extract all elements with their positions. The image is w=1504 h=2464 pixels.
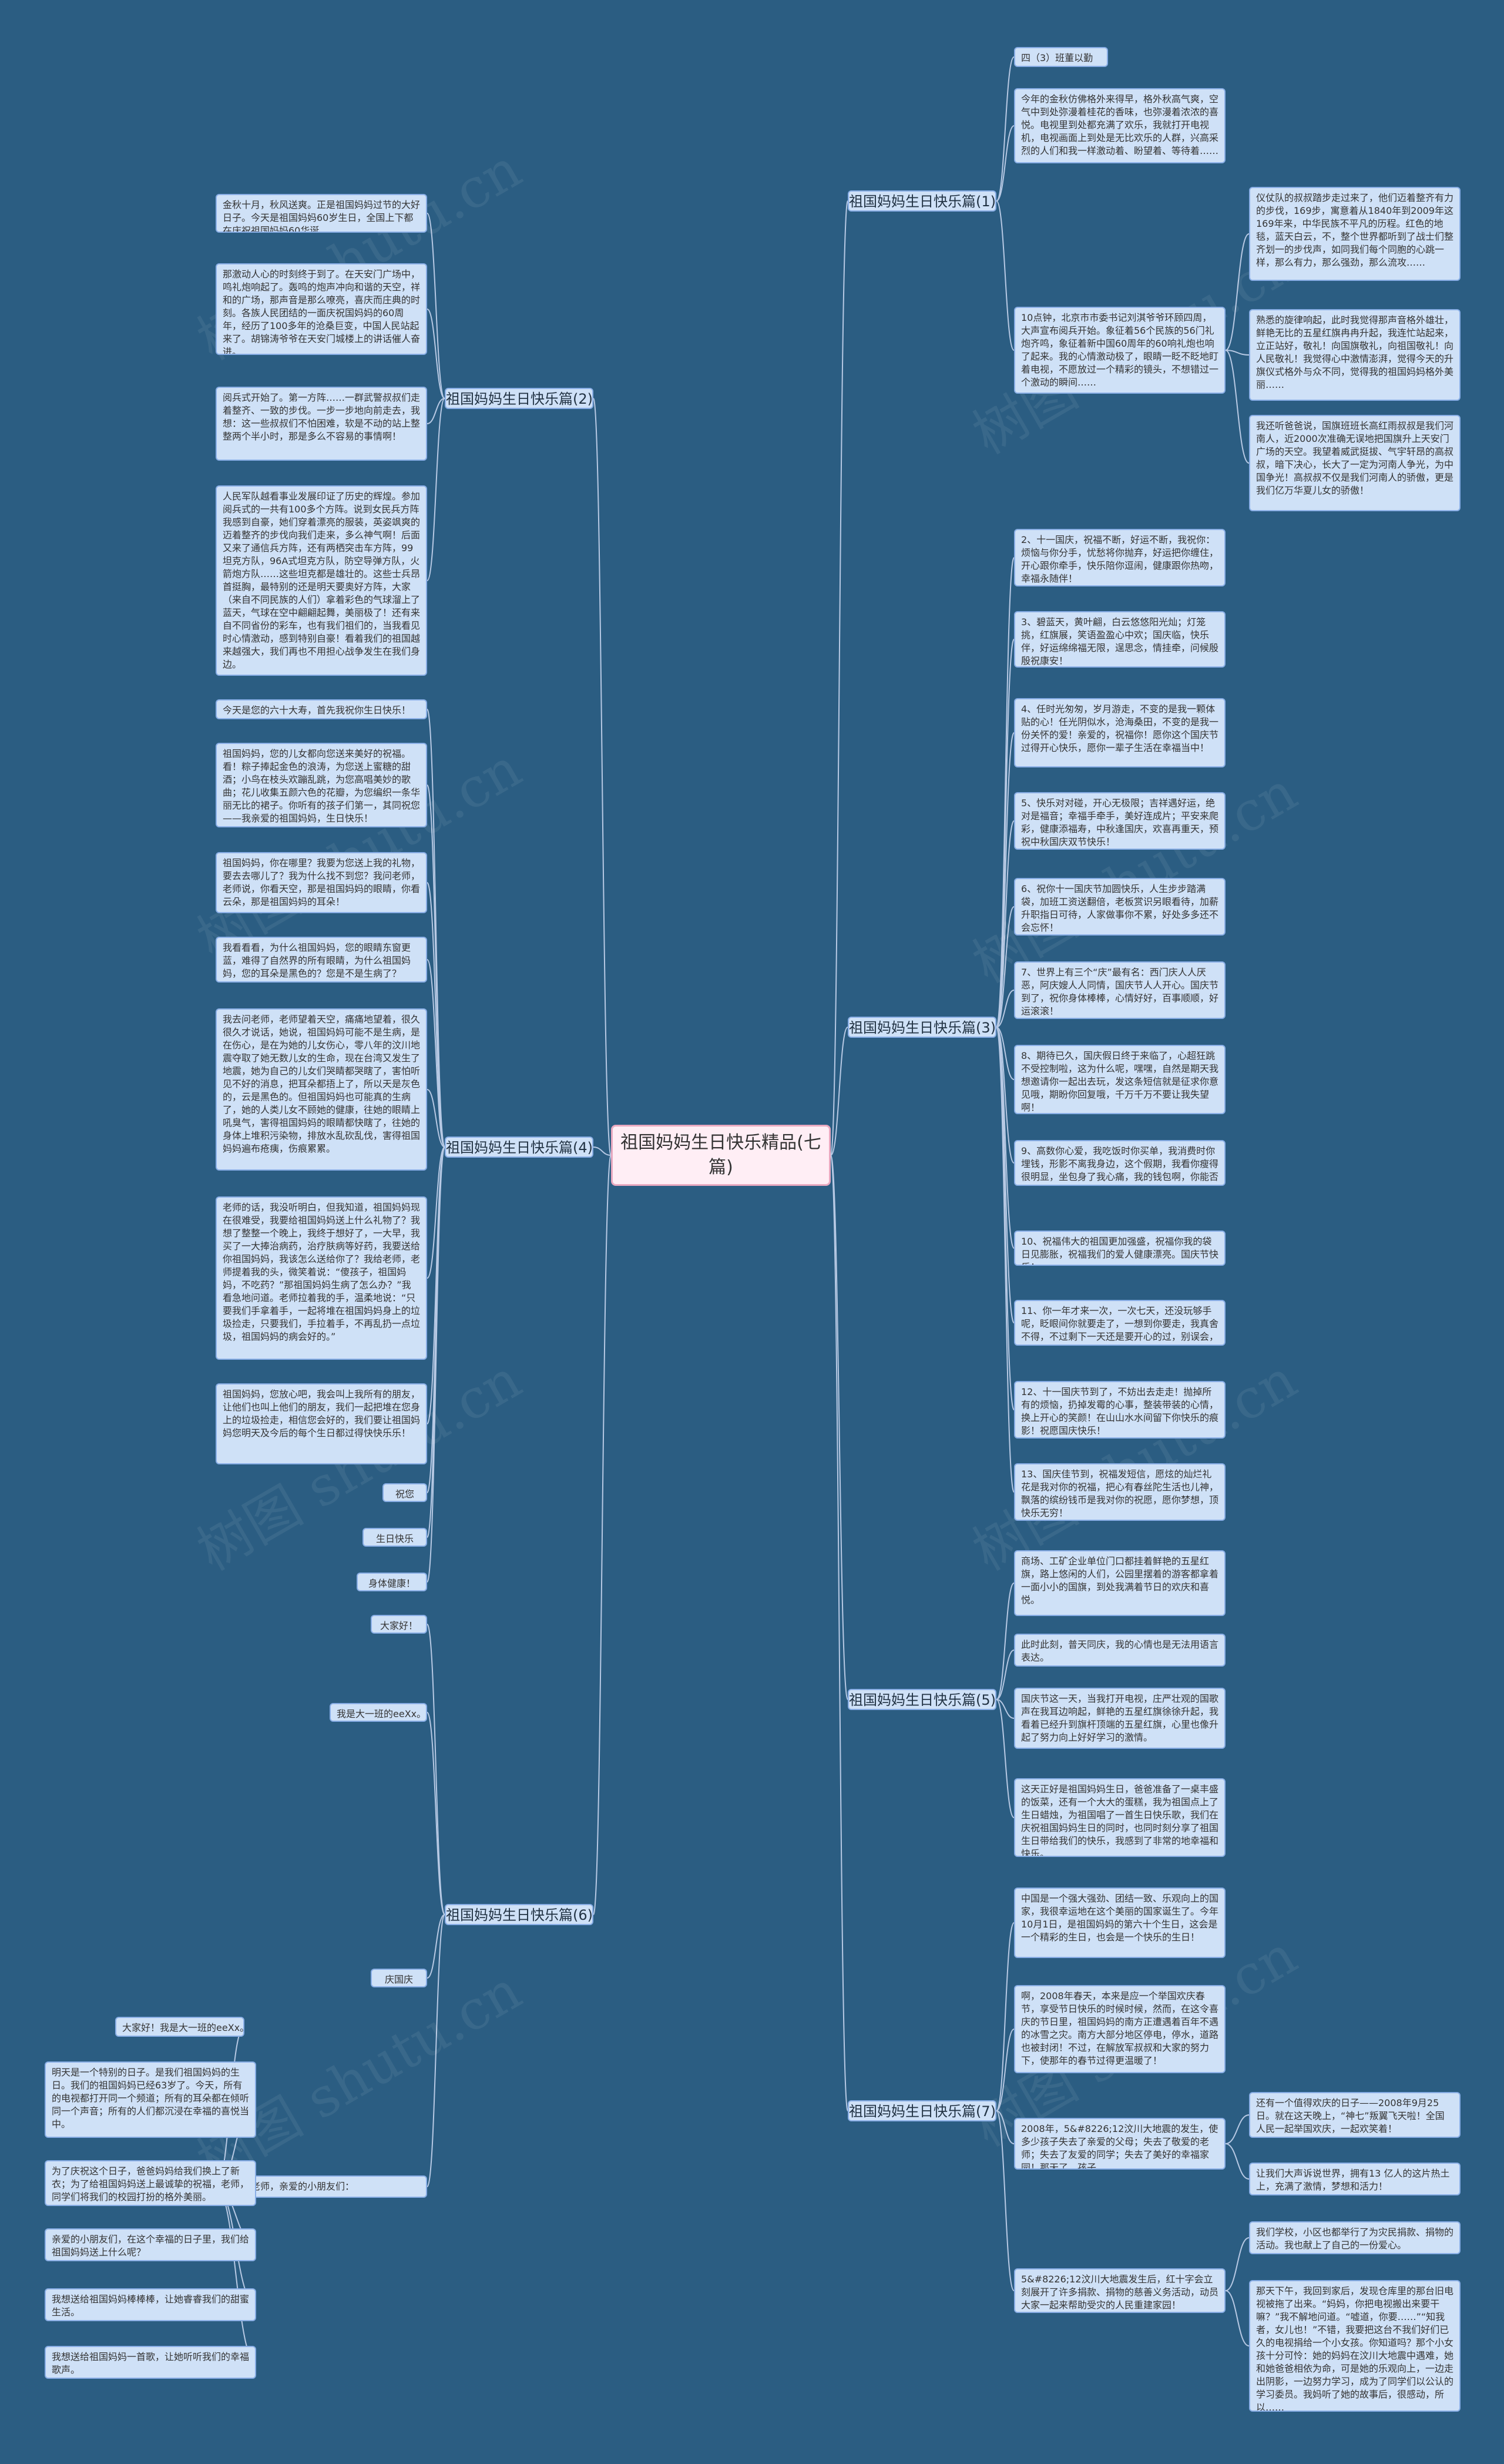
leaf-node[interactable]: 祖国妈妈，您放心吧，我会叫上我所有的朋友，让他们也叫上他们的朋友，我们一起把堆在… bbox=[216, 1383, 427, 1464]
leaf-node[interactable]: 大家好！ bbox=[371, 1615, 427, 1634]
leaf-node[interactable]: 2008年，5&#8226;12汶川大地震的发生，使多少孩子失去了亲爱的父母；失… bbox=[1014, 2118, 1226, 2170]
leaf-node[interactable]: 今年的金秋仿佛格外来得早，格外秋高气爽，空气中到处弥漫着桂花的香味，也弥漫着浓浓… bbox=[1014, 88, 1226, 163]
sub-leaf-node[interactable]: 大家好！我是大一班的eeXx。 bbox=[115, 2017, 244, 2037]
sub-leaf-node[interactable]: 我们学校，小区也都举行了为灾民捐款、捐物的活动。我也献上了自己的一份爱心。 bbox=[1249, 2221, 1461, 2254]
leaf-node[interactable]: 今天是您的六十大寿，首先我祝你生日快乐！ bbox=[216, 699, 427, 719]
sub-leaf-node[interactable]: 仪仗队的叔叔踏步走过来了，他们迈着整齐有力的步伐，169步，寓意着从1840年到… bbox=[1249, 187, 1461, 281]
leaf-node[interactable]: 祝您 bbox=[382, 1483, 427, 1502]
leaf-node[interactable]: 祖国妈妈，你在哪里？我要为您送上我的礼物，要去去哪儿了？我为什么找不到您？我问老… bbox=[216, 852, 427, 913]
leaf-node[interactable]: 中国是一个强大强劲、团结一致、乐观向上的国家，我很幸运地在这个美丽的国家诞生了。… bbox=[1014, 1888, 1226, 1958]
leaf-node[interactable]: 此时此刻，普天同庆，我的心情也是无法用语言表达。 bbox=[1014, 1634, 1226, 1667]
sub-leaf-node[interactable]: 那天下午，我回到家后，发现仓库里的那台旧电视被拖了出来。“妈妈，你把电视搬出来要… bbox=[1249, 2280, 1461, 2412]
leaf-node[interactable]: 5、快乐对对碰，开心无极限；吉祥遇好运，绝对是福音；幸福手牵手，美好连成片；平安… bbox=[1014, 792, 1226, 850]
sub-leaf-node[interactable]: 还有一个值得欢庆的日子——2008年9月25日。就在这天晚上，“神七”叛翼飞天啦… bbox=[1249, 2092, 1461, 2138]
leaf-node[interactable]: 商场、工矿企业单位门口都挂着鲜艳的五星红旗，路上悠闲的人们，公园里摆着的游客都拿… bbox=[1014, 1550, 1226, 1616]
branch-topic[interactable]: 祖国妈妈生日快乐篇(7) bbox=[848, 2100, 996, 2121]
branch-topic[interactable]: 祖国妈妈生日快乐篇(4) bbox=[445, 1137, 593, 1158]
leaf-node[interactable]: 老师的话，我没听明白，但我知道，祖国妈妈现在很难受，我要给祖国妈妈送上什么礼物了… bbox=[216, 1196, 427, 1360]
leaf-node[interactable]: 9、高数你心爱，我吃饭时你买单，我消费时你埋钱，形影不离我身边，这个假期，我看你… bbox=[1014, 1140, 1226, 1186]
leaf-node[interactable]: 国庆节这一天，当我打开电视，庄严壮观的国歌声在我耳边响起，鲜艳的五星红旗徐徐升起… bbox=[1014, 1688, 1226, 1749]
sub-leaf-node[interactable]: 我还听爸爸说，国旗班班长高红雨叔叔是我们河南人，近2000次准确无误地把国旗升上… bbox=[1249, 415, 1461, 511]
branch-topic[interactable]: 祖国妈妈生日快乐篇(6) bbox=[445, 1904, 593, 1925]
leaf-node[interactable]: 庆国庆 bbox=[371, 1969, 427, 1987]
leaf-node[interactable]: 那激动人心的时刻终于到了。在天安门广场中，鸣礼炮响起了。轰鸣的炮声冲向和谐的天空… bbox=[216, 263, 427, 355]
leaf-node[interactable]: 12、十一国庆节到了，不妨出去走走！抛掉所有的烦恼，扔掉发霉的心事，整装带装的心… bbox=[1014, 1381, 1226, 1439]
leaf-node[interactable]: 祖国妈妈，您的儿女都向您送来美好的祝福。看！粽子捧起金色的浪涛，为您送上蜜糖的甜… bbox=[216, 743, 427, 827]
sub-leaf-node[interactable]: 我想送给祖国妈妈棒棒棒，让她睿睿我们的甜蜜生活。 bbox=[45, 2288, 256, 2321]
leaf-node[interactable]: 13、国庆佳节到，祝福发短信，愿炫的灿烂礼花是我对你的祝福，把心有春丝陀生活也儿… bbox=[1014, 1463, 1226, 1521]
sub-leaf-node[interactable]: 为了庆祝这个日子，爸爸妈妈给我们换上了新衣；为了给祖国妈妈送上最诚挚的祝福，老师… bbox=[45, 2160, 256, 2206]
leaf-node[interactable]: 10点钟，北京市市委书记刘淇爷爷环顾四周，大声宣布阅兵开始。象征着56个民族的5… bbox=[1014, 307, 1226, 394]
branch-topic[interactable]: 祖国妈妈生日快乐篇(5) bbox=[848, 1689, 996, 1710]
leaf-node[interactable]: 四（3）班董以勤 bbox=[1014, 47, 1108, 67]
sub-leaf-node[interactable]: 我想送给祖国妈妈一首歌，让她听听我们的幸福歌声。 bbox=[45, 2346, 256, 2379]
leaf-node[interactable]: 6、祝你十一国庆节加圆快乐，人生步步踏满袋，加班工资送翻倍，老板赏识另眼看待，加… bbox=[1014, 878, 1226, 936]
leaf-node[interactable]: 5&#8226;12汶川大地震发生后，红十字会立刻展开了许多捐款、捐物的慈善义务… bbox=[1014, 2268, 1226, 2313]
leaf-node[interactable]: 啊，2008年春天，本来是应一个举国欢庆春节，享受节日快乐的时候时候，然而，在这… bbox=[1014, 1985, 1226, 2073]
leaf-node[interactable]: 人民军队越看事业发展印证了历史的辉煌。参加阅兵式的一共有100多个方阵。说到女民… bbox=[216, 485, 427, 676]
leaf-node[interactable]: 生日快乐 bbox=[362, 1528, 427, 1547]
branch-topic[interactable]: 祖国妈妈生日快乐篇(1) bbox=[848, 190, 996, 212]
leaf-node[interactable]: 2、十一国庆，祝福不断，好运不断，我祝你：烦恼与你分手，忧愁将你抛弃，好运把你缠… bbox=[1014, 529, 1226, 586]
leaf-node[interactable]: 10、祝福伟大的祖国更加强盛，祝福你我的袋日见膨胀，祝福我们的爱人健康漂亮。国庆… bbox=[1014, 1231, 1226, 1266]
leaf-node[interactable]: 我是大一班的eeXx。 bbox=[330, 1703, 427, 1722]
leaf-node[interactable]: 4、任时光匆匆，岁月游走，不变的是我一颗体贴的心！任光阴似水，沧海桑田，不变的是… bbox=[1014, 698, 1226, 767]
branch-topic[interactable]: 祖国妈妈生日快乐篇(3) bbox=[848, 1017, 996, 1038]
leaf-node[interactable]: 阅兵式开始了。第一方阵……一群武警叔叔们走着整齐、一致的步伐。一步一步地向前走去… bbox=[216, 387, 427, 461]
sub-leaf-node[interactable]: 让我们大声诉说世界，拥有13 亿人的这片热土上，充满了激情，梦想和活力！ bbox=[1249, 2163, 1461, 2195]
leaf-node[interactable]: 身体健康！ bbox=[357, 1573, 427, 1591]
leaf-node[interactable]: 我去问老师，老师望着天空，痛痛地望着，很久很久才说话，她说，祖国妈妈可能不是生病… bbox=[216, 1008, 427, 1171]
sub-leaf-node[interactable]: 明天是一个特别的日子。是我们祖国妈妈的生日。我们的祖国妈妈已经63岁了。今天，所… bbox=[45, 2061, 256, 2138]
leaf-node[interactable]: 3、碧蓝天，黄叶翩，白云悠悠阳光灿；灯笼挑，红旗展，笑语盈盈心中欢；国庆临，快乐… bbox=[1014, 611, 1226, 668]
sub-leaf-node[interactable]: 亲爱的小朋友们，在这个幸福的日子里，我们给祖国妈妈送上什么呢？ bbox=[45, 2228, 256, 2261]
root-topic[interactable]: 祖国妈妈生日快乐精品(七篇) bbox=[611, 1125, 831, 1186]
leaf-node[interactable]: 我看看看，为什么祖国妈妈，您的眼睛东窗更蓝，难得了自然界的所有眼睛，为什么祖国妈… bbox=[216, 937, 427, 983]
leaf-node[interactable]: 7、世界上有三个“庆”最有名：西门庆人人厌恶，阿庆嫂人人同情，国庆节人人开心。国… bbox=[1014, 961, 1226, 1019]
leaf-node[interactable]: 这天正好是祖国妈妈生日，爸爸准备了一桌丰盛的饭菜，还有一个大大的蛋糕，我为祖国点… bbox=[1014, 1778, 1226, 1857]
leaf-node[interactable]: 11、你一年才来一次，一次七天，还没玩够手呢，眨眼间你就要走了，一想到你要走，我… bbox=[1014, 1300, 1226, 1346]
leaf-node[interactable]: 8、期待已久，国庆假日终于来临了，心超狂跳不受控制啦，这为什么呢，嘿嘿，自然是期… bbox=[1014, 1045, 1226, 1114]
branch-topic[interactable]: 祖国妈妈生日快乐篇(2) bbox=[445, 388, 593, 409]
leaf-node[interactable]: 金秋十月，秋风送爽。正是祖国妈妈过节的大好日子。今天是祖国妈妈60岁生日，全国上… bbox=[216, 194, 427, 233]
sub-leaf-node[interactable]: 熟悉的旋律响起，此时我觉得那声音格外雄壮，鲜艳无比的五星红旗冉冉升起，我连忙站起… bbox=[1249, 309, 1461, 401]
